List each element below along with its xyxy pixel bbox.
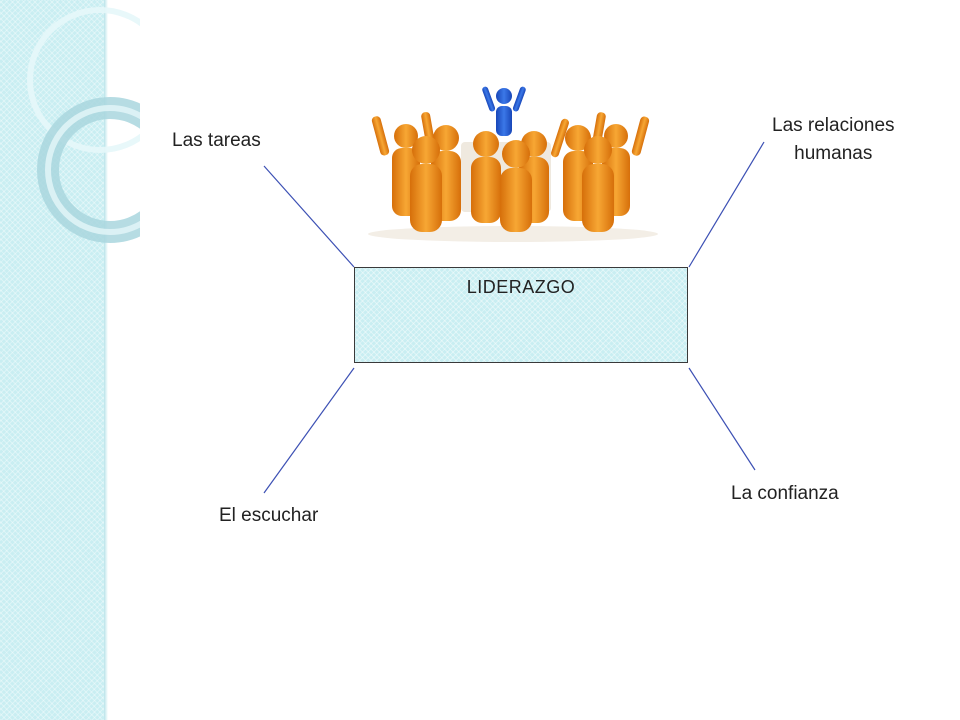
center-node-label: LIDERAZGO [466, 277, 576, 297]
node-label-line-2: humanas [794, 143, 873, 164]
connector-confianza [688, 367, 756, 471]
node-la-confianza: La confianza [731, 480, 839, 508]
decorative-circles [27, 7, 140, 243]
node-el-escuchar: El escuchar [219, 502, 318, 530]
node-las-tareas: Las tareas [172, 127, 261, 155]
connector-tareas [263, 165, 355, 268]
connector-relaciones [688, 141, 765, 268]
group-figures [371, 112, 650, 232]
node-label: Las tareas [172, 130, 261, 151]
node-label: La confianza [731, 483, 839, 504]
node-las-relaciones-humanas: Las relaciones humanas [772, 112, 895, 168]
leader-figure [482, 86, 526, 136]
leader-with-group-illustration [368, 86, 658, 242]
center-node: LIDERAZGO [354, 267, 688, 363]
node-label-line-1: Las relaciones [772, 115, 895, 136]
node-label: El escuchar [219, 505, 319, 526]
decorative-stripe-edge [104, 0, 108, 720]
connector-escuchar [263, 367, 355, 494]
